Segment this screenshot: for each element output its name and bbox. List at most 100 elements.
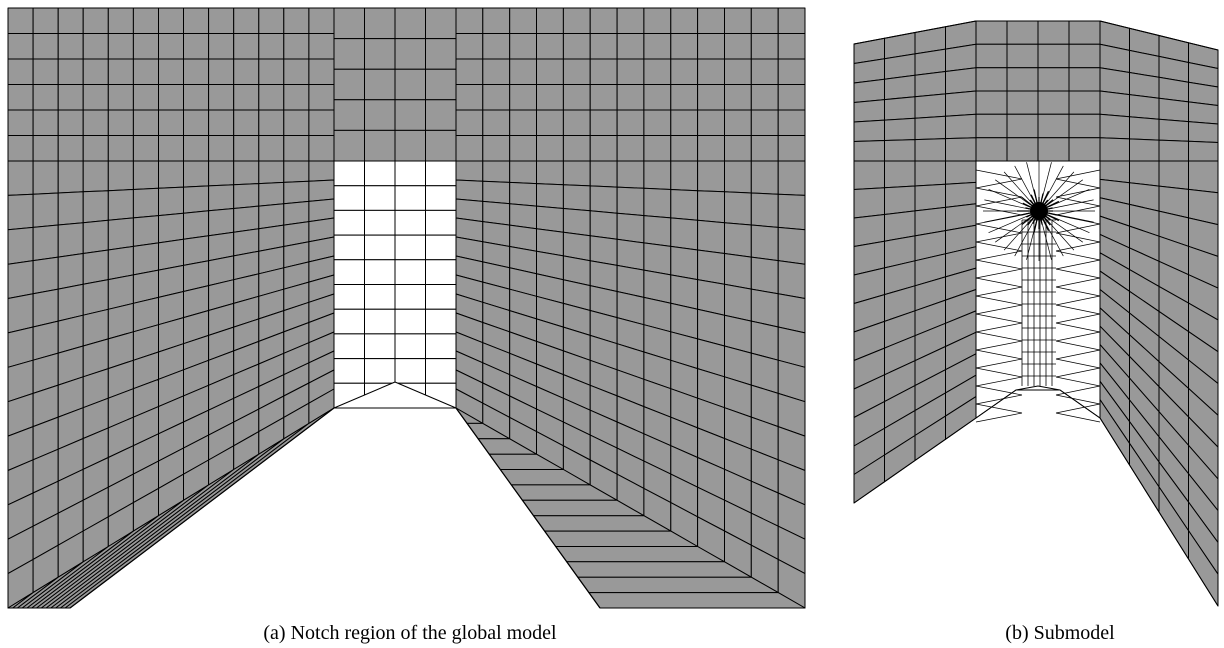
refined-element [394, 284, 426, 310]
mesh-element [333, 129, 365, 162]
mesh-element [1068, 137, 1101, 162]
mesh-element [777, 226, 806, 265]
mesh-element [233, 33, 260, 60]
mesh-element [1129, 94, 1160, 120]
tri-line [1055, 259, 1101, 270]
mesh-element [333, 99, 365, 131]
tri-line [1055, 376, 1101, 387]
mesh-element [777, 135, 806, 162]
tri-line [1055, 412, 1101, 423]
mesh-element [32, 58, 59, 85]
mesh-element [914, 71, 946, 98]
mesh-element [233, 160, 260, 186]
tri-line [975, 376, 1023, 387]
mesh-element [697, 135, 725, 162]
mesh-element [82, 7, 109, 34]
mesh-element [1099, 113, 1130, 140]
mesh-element [697, 109, 725, 136]
mesh-element [57, 109, 84, 136]
mesh-element [57, 84, 84, 111]
mesh-element [7, 58, 34, 85]
mesh-element [1037, 43, 1070, 69]
mesh-element [750, 58, 779, 85]
mesh-element [258, 7, 285, 34]
refined-element [394, 160, 426, 187]
mesh-element [536, 58, 564, 85]
mesh-element [394, 99, 426, 131]
mesh-element [57, 58, 84, 85]
refined-element [425, 209, 457, 236]
mesh-element [643, 33, 672, 60]
mesh-element [82, 109, 109, 136]
mesh-element [1099, 67, 1130, 96]
mesh-element [536, 160, 564, 186]
mesh-element [183, 33, 210, 60]
tri-line [1055, 286, 1101, 297]
mesh-element [308, 84, 335, 111]
mesh-element [1037, 90, 1070, 115]
mesh-element [183, 210, 210, 240]
mesh-element [283, 84, 310, 111]
mesh-element [32, 256, 59, 295]
mesh-element [750, 160, 779, 195]
mesh-element [589, 160, 618, 188]
mesh-element [914, 115, 946, 141]
crack-tip-refinement [1030, 202, 1048, 220]
refined-element [364, 185, 396, 211]
refined-element [333, 209, 365, 236]
mesh-element [589, 58, 618, 85]
mesh-element [283, 135, 310, 162]
mesh-element [132, 160, 159, 190]
mesh-element [57, 7, 84, 34]
mesh-element [1037, 137, 1070, 162]
mesh-element [482, 109, 511, 136]
mesh-element [57, 222, 84, 258]
mesh-element [482, 135, 511, 162]
mesh-element [107, 160, 134, 192]
mesh-element [132, 7, 159, 34]
mesh-element [509, 84, 537, 111]
mesh-element [32, 109, 59, 136]
mesh-element [1068, 113, 1101, 139]
mesh-element [158, 135, 184, 162]
mesh-element [283, 160, 310, 183]
mesh-element [208, 109, 235, 136]
mesh-element [107, 84, 134, 111]
mesh-element [945, 181, 977, 208]
mesh-element [32, 84, 59, 111]
mesh-element [158, 58, 184, 85]
mesh-element [308, 109, 335, 136]
refined-element [394, 259, 426, 285]
mesh-element [258, 135, 285, 162]
mesh-element [616, 7, 645, 34]
mesh-element [643, 58, 672, 85]
mesh-element [750, 7, 779, 34]
tri-line [975, 232, 1023, 243]
mesh-element [853, 140, 885, 162]
mesh-element [455, 179, 484, 202]
mesh-element [777, 293, 806, 334]
tri-line [1055, 358, 1101, 369]
tri-line [1055, 277, 1101, 288]
mesh-element [670, 109, 699, 136]
mesh-element [1006, 43, 1039, 69]
refined-element [333, 358, 365, 384]
mesh-element [750, 109, 779, 136]
mesh-element [132, 33, 159, 60]
mesh-element [697, 7, 725, 34]
mesh-element [562, 135, 591, 162]
tri-line [975, 241, 1023, 252]
mesh-element [208, 33, 235, 60]
mesh-element [107, 7, 134, 34]
tri-line [975, 412, 1023, 423]
mesh-element [7, 109, 34, 136]
mesh-element [945, 137, 977, 162]
mesh-element [562, 109, 591, 136]
mesh-element [577, 576, 779, 594]
tri-line [975, 214, 1023, 225]
mesh-element [588, 592, 806, 609]
mesh-element [589, 109, 618, 136]
refined-element [394, 308, 426, 335]
mesh-element [1129, 138, 1160, 162]
mesh-element [7, 226, 34, 265]
